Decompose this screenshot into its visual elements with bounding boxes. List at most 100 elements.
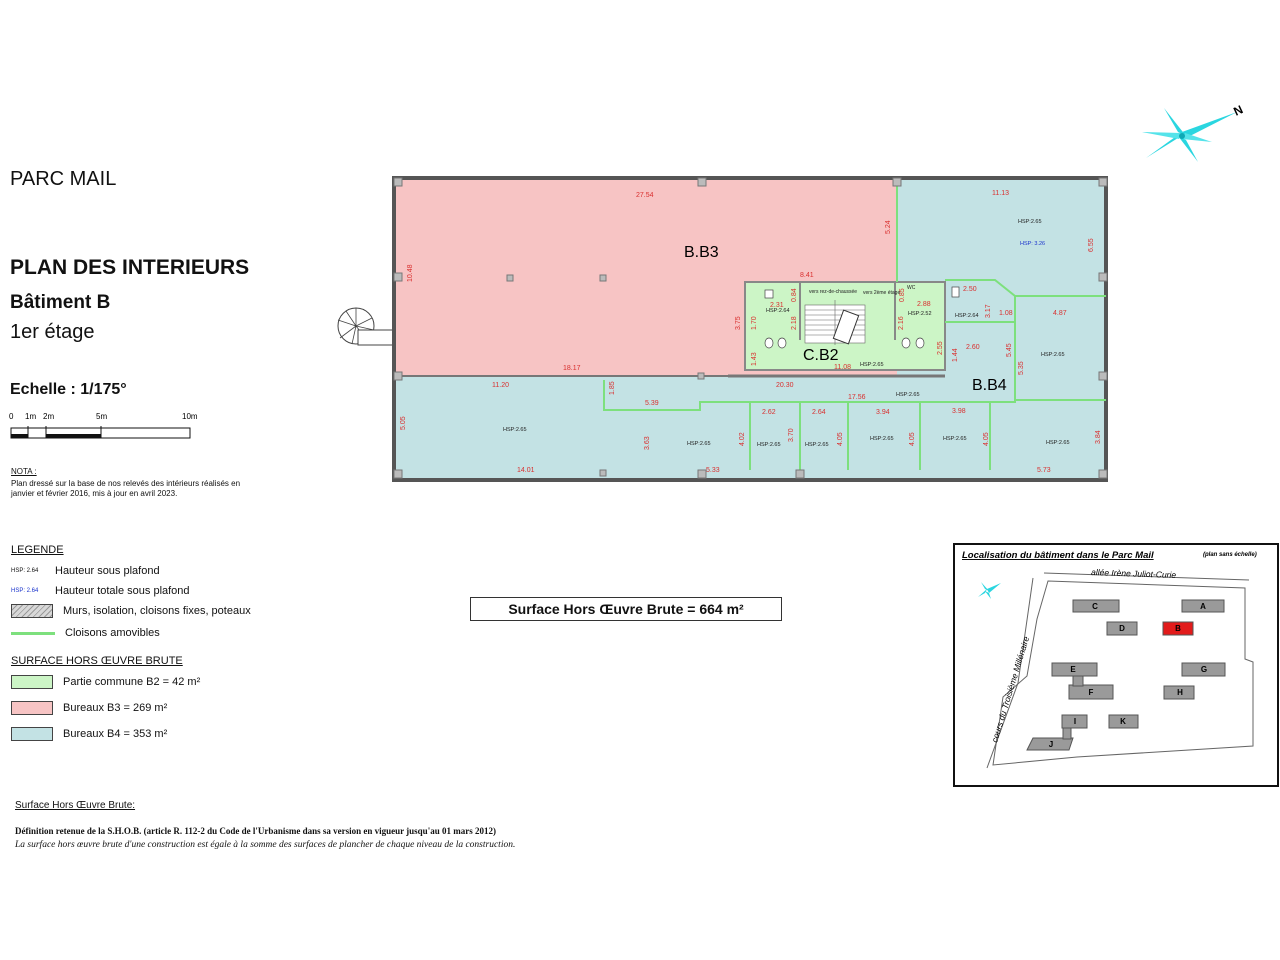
dim-18-17: 18.17 <box>563 365 581 372</box>
hsp-corridor: HSP:2.65 <box>896 392 920 398</box>
zone-label-c2: C.B2 <box>803 347 839 364</box>
dim-5-35: 5.35 <box>1018 361 1025 375</box>
dim-4-05a: 4.05 <box>837 432 844 446</box>
dim-2-16: 2.16 <box>898 316 905 330</box>
legend-row-hsp-total: HSP: 2.64 Hauteur totale sous plafond <box>11 585 190 597</box>
dim-1-44: 1.44 <box>952 348 959 362</box>
building-label: Bâtiment B <box>10 292 111 313</box>
dim-2-60: 2.60 <box>966 344 980 351</box>
location-map <box>953 543 1279 787</box>
legend-heading: LEGENDE <box>11 544 64 556</box>
shob-row-b4: Bureaux B4 = 353 m² <box>11 727 167 741</box>
movable-label: Cloisons amovibles <box>65 627 160 639</box>
dim-3-70: 3.70 <box>788 428 795 442</box>
shob-b4-label: Bureaux B4 = 353 m² <box>63 728 168 740</box>
dim-1-43: 1.43 <box>751 352 758 366</box>
dim-1-08: 1.08 <box>999 310 1013 317</box>
dim-2-64: 2.64 <box>812 409 826 416</box>
svg-text:B: B <box>1175 624 1181 633</box>
dim-0-84: 0.84 <box>791 288 798 302</box>
location-title: Localisation du bâtiment dans le Parc Ma… <box>962 550 1154 561</box>
definition-title: Définition retenue de la S.H.O.B. (artic… <box>15 826 496 836</box>
movable-swatch <box>11 631 55 635</box>
spiral-staircase <box>337 307 397 346</box>
building-b: B <box>1162 621 1194 636</box>
scale-tick-10m: 10m <box>182 412 198 421</box>
dim-11-20: 11.20 <box>492 382 509 389</box>
dim-2-50: 2.50 <box>963 286 977 293</box>
scale-tick-5m: 5m <box>96 412 107 421</box>
definition-text: La surface hors œuvre brute d'une constr… <box>15 840 516 850</box>
hsp-office-2: HSP:2.65 <box>757 442 781 448</box>
shob-common-label: Partie commune B2 = 42 m² <box>63 676 201 688</box>
dim-2-18: 2.18 <box>791 316 798 330</box>
hsp-label: Hauteur sous plafond <box>55 565 160 577</box>
svg-text:A: A <box>1200 602 1206 611</box>
shob-b3-label: Bureaux B3 = 269 m² <box>63 702 168 714</box>
dim-2-31: 2.31 <box>770 302 784 309</box>
plan-title: PLAN DES INTERIEURS <box>10 256 250 279</box>
site-name: PARC MAIL <box>10 168 117 190</box>
shob-row-b3: Bureaux B3 = 269 m² <box>11 701 167 715</box>
legend-row-walls: Murs, isolation, cloisons fixes, poteaux <box>11 604 251 618</box>
hsp-total-key: HSP: 2.64 <box>11 588 39 594</box>
legend-row-movable: Cloisons amovibles <box>11 627 160 639</box>
dim-4-05c: 4.05 <box>983 432 990 446</box>
dim-11-13: 11.13 <box>992 190 1009 197</box>
scale-tick-0: 0 <box>9 412 14 421</box>
dim-14-01: 14.01 <box>517 467 535 474</box>
svg-text:I: I <box>1074 717 1076 726</box>
dim-2-62: 2.62 <box>762 409 776 416</box>
hsp-office-6: HSP:2.65 <box>1046 440 1070 446</box>
building-g: G <box>1181 662 1226 677</box>
b3-swatch <box>11 701 53 715</box>
building-h: H <box>1163 685 1195 700</box>
building-c: C <box>1072 599 1120 613</box>
hsp-office-1: HSP:2.65 <box>687 441 711 447</box>
svg-text:D: D <box>1119 624 1125 633</box>
hsp-office-5: HSP:2.65 <box>943 436 967 442</box>
floor-label: 1er étage <box>10 321 95 343</box>
common-swatch <box>11 675 53 689</box>
street-top: allée Irène Juliot-Curie <box>1091 567 1177 580</box>
hsp-key: HSP: 2.64 <box>11 568 39 574</box>
dim-3-63: 3.63 <box>644 436 651 450</box>
hsp-b4-west: HSP:2.65 <box>503 427 527 433</box>
building-d: D <box>1106 621 1138 636</box>
hsp-local: HSP:2.64 <box>955 313 979 319</box>
location-subtitle: (plan sans échelle) <box>1203 552 1257 558</box>
note-text: Plan dressé sur la base de nos relevés d… <box>11 479 241 498</box>
dim-1-85: 1.85 <box>609 381 616 395</box>
svg-text:K: K <box>1120 717 1126 726</box>
svg-text:F: F <box>1089 688 1094 697</box>
hsp-office-4: HSP:2.65 <box>870 436 894 442</box>
dim-11-08: 11.08 <box>834 364 851 371</box>
zone-label-b4: B.B4 <box>972 377 1007 394</box>
svg-text:C: C <box>1092 602 1098 611</box>
floor-plan: B.B3 B.B4 C.B2 27.54 11.13 10.48 5.24 6.… <box>337 176 1108 482</box>
hsp-office-7: HSP:2.65 <box>1041 352 1065 358</box>
dim-2-55: 2.55 <box>937 341 944 355</box>
shob-heading: SURFACE HORS ŒUVRE BRUTE <box>11 655 183 667</box>
definition-heading: Surface Hors Œuvre Brute: <box>15 800 136 811</box>
dim-3-94: 3.94 <box>876 409 890 416</box>
building-j: J <box>1026 727 1074 751</box>
dim-8-41: 8.41 <box>800 272 814 279</box>
building-i: I <box>1061 714 1088 729</box>
building-e: E <box>1051 662 1098 677</box>
dim-5-39: 5.39 <box>645 400 659 407</box>
svg-text:N: N <box>1231 102 1245 118</box>
svg-text:H: H <box>1177 688 1183 697</box>
wc-label: WC <box>907 285 916 291</box>
shob-row-common: Partie commune B2 = 42 m² <box>11 675 200 689</box>
stair-up-label: vers 2ème étage <box>863 290 900 296</box>
dim-3-75: 3.75 <box>735 316 742 330</box>
compass-icon: N <box>1142 102 1245 162</box>
walls-label: Murs, isolation, cloisons fixes, poteaux <box>63 605 251 617</box>
hsp-wc-b: HSP:2.52 <box>908 311 932 317</box>
dim-0-85: 0.85 <box>899 288 906 302</box>
movable-partitions <box>603 180 1106 470</box>
svg-text:E: E <box>1070 665 1076 674</box>
dim-3-98: 3.98 <box>952 408 966 415</box>
dim-10-48: 10.48 <box>407 264 414 282</box>
